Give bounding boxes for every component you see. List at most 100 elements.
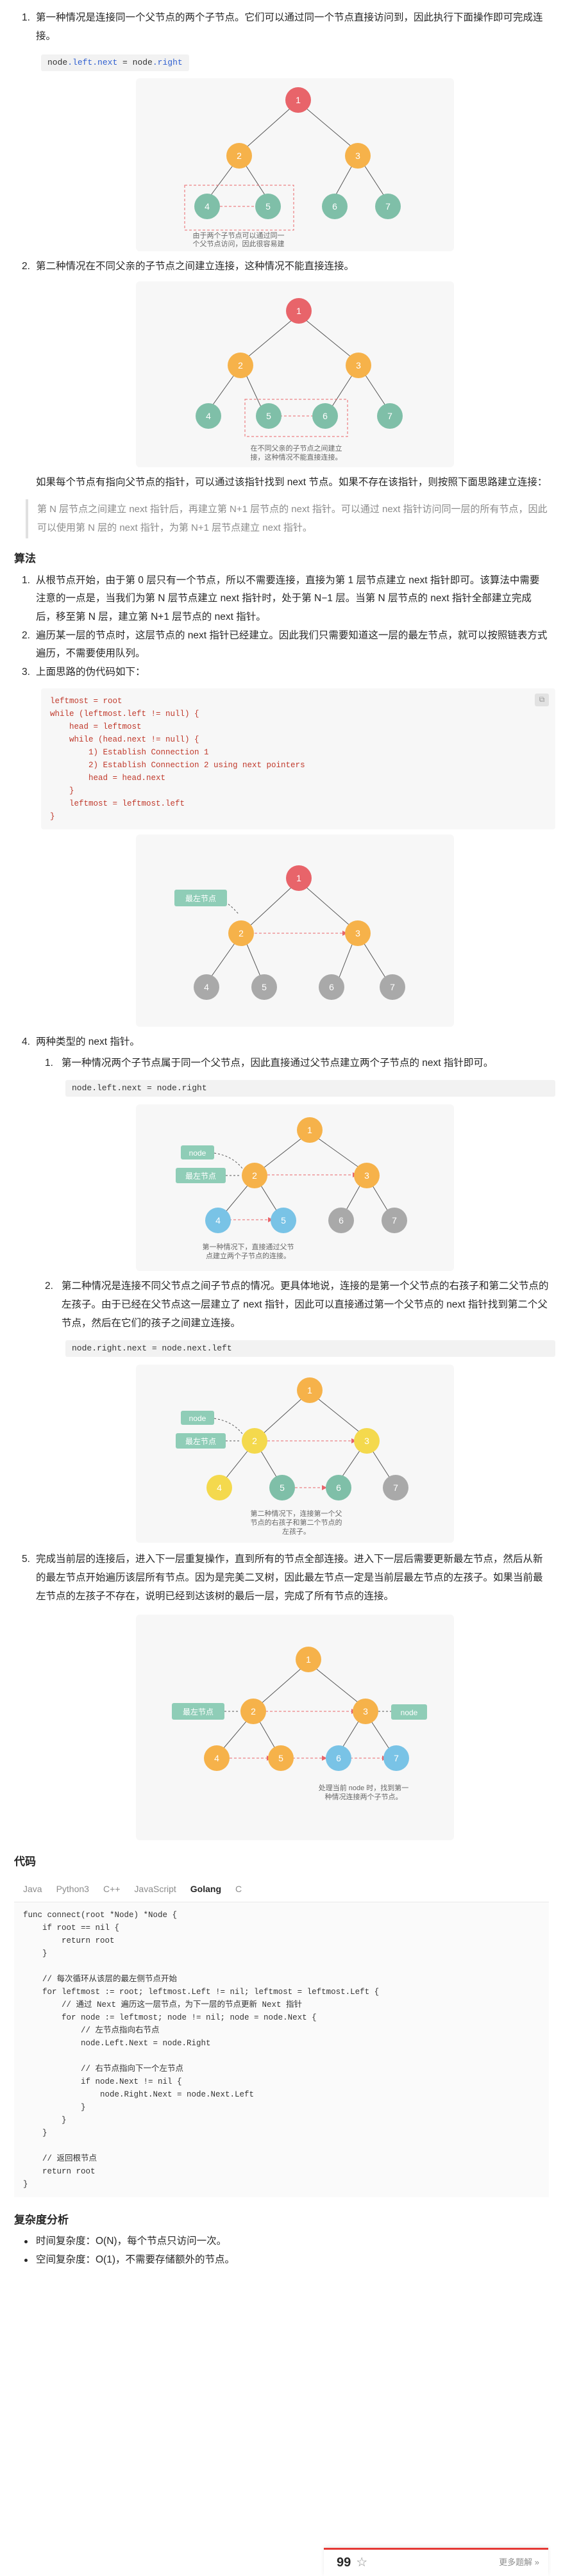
figure-caption-line: 左孩子。 bbox=[282, 1527, 310, 1536]
svg-text:6: 6 bbox=[339, 1215, 344, 1226]
list-text: 第二种情况在不同父亲的子节点之间建立连接，这种情况不能直接连接。 bbox=[36, 261, 355, 272]
tab-python3[interactable]: Python3 bbox=[56, 1883, 89, 1894]
list-text: 两种类型的 next 指针。 bbox=[36, 1036, 140, 1047]
tree-node-5 bbox=[255, 194, 281, 220]
copy-icon[interactable]: ⧉ bbox=[535, 693, 549, 706]
solution-code-block: func connect(root *Node) *Node { if root… bbox=[14, 1902, 549, 2197]
list-text: 遍历某一层的节点时，这层节点的 next 指针已经建立。因此我们只需要知道这一层… bbox=[36, 629, 548, 660]
vote-count: 99 bbox=[337, 2555, 351, 2570]
list-text: 完成当前层的连接后，进入下一层重复操作，直到所有的节点全部连接。进入下一层后需要… bbox=[36, 1554, 543, 1602]
svg-text:1: 1 bbox=[307, 1385, 312, 1395]
svg-text:7: 7 bbox=[390, 982, 395, 992]
figure-caption-line: 处理当前 node 时，找到第一 bbox=[319, 1783, 409, 1792]
svg-text:1: 1 bbox=[307, 1125, 312, 1135]
svg-text:2: 2 bbox=[238, 360, 243, 370]
svg-text:3: 3 bbox=[355, 151, 360, 161]
figure-connection-2: node 最左节点 1 2 3 4 5 6 7 第二种情况下，连接第一个父 节点… bbox=[136, 1365, 454, 1543]
tree-diagram: 最左节点 1 2 3 4 5 6 7 bbox=[174, 865, 405, 1000]
svg-text:1: 1 bbox=[296, 95, 301, 105]
list-number: 5. bbox=[22, 1554, 30, 1565]
svg-text:3: 3 bbox=[364, 1170, 369, 1181]
list-number: 1. bbox=[45, 1057, 53, 1068]
svg-text:5: 5 bbox=[262, 982, 267, 992]
list-number: 1. bbox=[22, 12, 30, 23]
tree-node-3 bbox=[345, 143, 371, 169]
svg-text:4: 4 bbox=[217, 1483, 222, 1493]
leftmost-label-text: 最左节点 bbox=[185, 1171, 216, 1181]
algo-item-3: 3. 上面思路的伪代码如下： bbox=[14, 663, 549, 682]
inline-code-snippet: node.right.next = node.next.left bbox=[65, 1340, 555, 1358]
svg-text:5: 5 bbox=[266, 411, 271, 421]
section-title-complexity: 复杂度分析 bbox=[14, 2213, 69, 2226]
figure-caption-line: 第一种情况下，直接通过父节 bbox=[203, 1242, 294, 1251]
svg-text:3: 3 bbox=[355, 928, 360, 938]
svg-text:3: 3 bbox=[364, 1436, 369, 1446]
pseudo-code-block: ⧉ leftmost = root while (leftmost.left !… bbox=[41, 688, 555, 829]
language-tabs: Java Python3 C++ JavaScript Golang C bbox=[14, 1877, 549, 1902]
svg-text:1: 1 bbox=[296, 873, 301, 883]
tree-node-4 bbox=[194, 194, 220, 220]
svg-text:3: 3 bbox=[363, 1706, 368, 1716]
svg-text:5: 5 bbox=[265, 201, 271, 212]
svg-text:2: 2 bbox=[252, 1170, 257, 1181]
more-solutions-link[interactable]: 更多题解 » bbox=[499, 2557, 539, 2568]
list-text: 第一种情况两个子节点属于同一个父节点，因此直接通过父节点建立两个子节点的 nex… bbox=[62, 1057, 494, 1068]
svg-text:2: 2 bbox=[252, 1436, 257, 1446]
figure-caption-line: 种情况连接两个子节点。 bbox=[325, 1792, 403, 1801]
svg-text:7: 7 bbox=[392, 1215, 397, 1226]
tree-node-2 bbox=[226, 143, 252, 169]
node-label-text: node bbox=[189, 1149, 206, 1158]
algo-item-2: 2. 遍历某一层的节点时，这层节点的 next 指针已经建立。因此我们只需要知道… bbox=[14, 627, 549, 663]
leftmost-label-text: 最左节点 bbox=[185, 893, 216, 903]
svg-text:2: 2 bbox=[239, 928, 244, 938]
tab-cpp[interactable]: C++ bbox=[103, 1883, 121, 1894]
complexity-time: 时间复杂度：O(N)，每个节点只访问一次。 bbox=[14, 2232, 549, 2251]
svg-text:6: 6 bbox=[336, 1483, 341, 1493]
svg-text:5: 5 bbox=[278, 1753, 283, 1763]
tree-node-6 bbox=[322, 194, 348, 220]
tab-java[interactable]: Java bbox=[23, 1883, 42, 1894]
svg-text:6: 6 bbox=[329, 982, 334, 992]
section-title-algorithm: 算法 bbox=[14, 553, 36, 565]
tab-javascript[interactable]: JavaScript bbox=[134, 1883, 176, 1894]
blockquote: 第 N 层节点之间建立 next 指针后，再建立第 N+1 层节点的 next … bbox=[26, 499, 549, 539]
list-number: 4. bbox=[22, 1036, 30, 1047]
figure-next-level: 最左节点 node 1 2 3 4 5 6 7 处理当前 node 时，找到第一… bbox=[136, 1615, 454, 1841]
figure-connection-1: node 最左节点 1 2 3 4 5 6 7 第一种情况下，直接通过父节 点建… bbox=[136, 1104, 454, 1272]
figure-case-1: 1 2 3 4 5 6 7 由于两个子节点可以通过同一 个父节点访问，因此很容易… bbox=[136, 78, 454, 252]
leftmost-label bbox=[174, 889, 227, 906]
figure-caption-line: 接，这种情况不能直接连接。 bbox=[251, 453, 342, 461]
vote-bar: 99 ☆ 更多题解 » bbox=[324, 2548, 548, 2576]
star-icon[interactable]: ☆ bbox=[356, 2555, 368, 2570]
inline-code-snippet: node.left.next = node.right bbox=[41, 53, 549, 72]
figure-caption-line: 节点的右孩子和第二个节点的 bbox=[251, 1518, 342, 1527]
svg-text:5: 5 bbox=[281, 1215, 286, 1226]
tab-c[interactable]: C bbox=[235, 1883, 242, 1894]
case-item-1: 1. 第一种情况是连接同一个父节点的两个子节点。它们可以通过同一个节点直接访问到… bbox=[14, 9, 549, 46]
svg-text:1: 1 bbox=[296, 306, 301, 316]
leftmost-label-text: 最左节点 bbox=[183, 1707, 214, 1716]
svg-text:5: 5 bbox=[280, 1483, 285, 1493]
vote-group: 99 ☆ bbox=[337, 2551, 367, 2575]
figure-caption-line: 由于两个子节点可以通过同一 bbox=[193, 231, 285, 240]
svg-text:3: 3 bbox=[356, 360, 361, 370]
figure-case-2: 1 2 3 4 5 6 7 在不同父亲的子节点之间建立 接，这种情况不能直接连接… bbox=[136, 281, 454, 467]
tree-node-4 bbox=[196, 403, 221, 429]
svg-text:4: 4 bbox=[205, 201, 210, 212]
algo-item-5: 5. 完成当前层的连接后，进入下一层重复操作，直到所有的节点全部连接。进入下一层… bbox=[14, 1550, 549, 1606]
node-label-text: node bbox=[189, 1414, 206, 1423]
list-number: 1. bbox=[22, 574, 30, 586]
leftmost-label-text: 最左节点 bbox=[185, 1436, 216, 1446]
svg-text:4: 4 bbox=[206, 411, 211, 421]
tree-node-1 bbox=[285, 87, 311, 113]
figure-caption-line: 第二种情况下，连接第一个父 bbox=[251, 1509, 342, 1518]
svg-text:7: 7 bbox=[394, 1753, 399, 1763]
tree-node-7 bbox=[375, 194, 401, 220]
figure-caption-line: 点建立两个子节点的连接。 bbox=[206, 1251, 290, 1260]
svg-text:6: 6 bbox=[332, 201, 337, 212]
tree-node-6 bbox=[312, 403, 338, 429]
svg-text:7: 7 bbox=[387, 411, 392, 421]
svg-text:6: 6 bbox=[323, 411, 328, 421]
algo-item-4: 4. 两种类型的 next 指针。 bbox=[14, 1033, 549, 1052]
tab-golang[interactable]: Golang bbox=[190, 1883, 222, 1894]
